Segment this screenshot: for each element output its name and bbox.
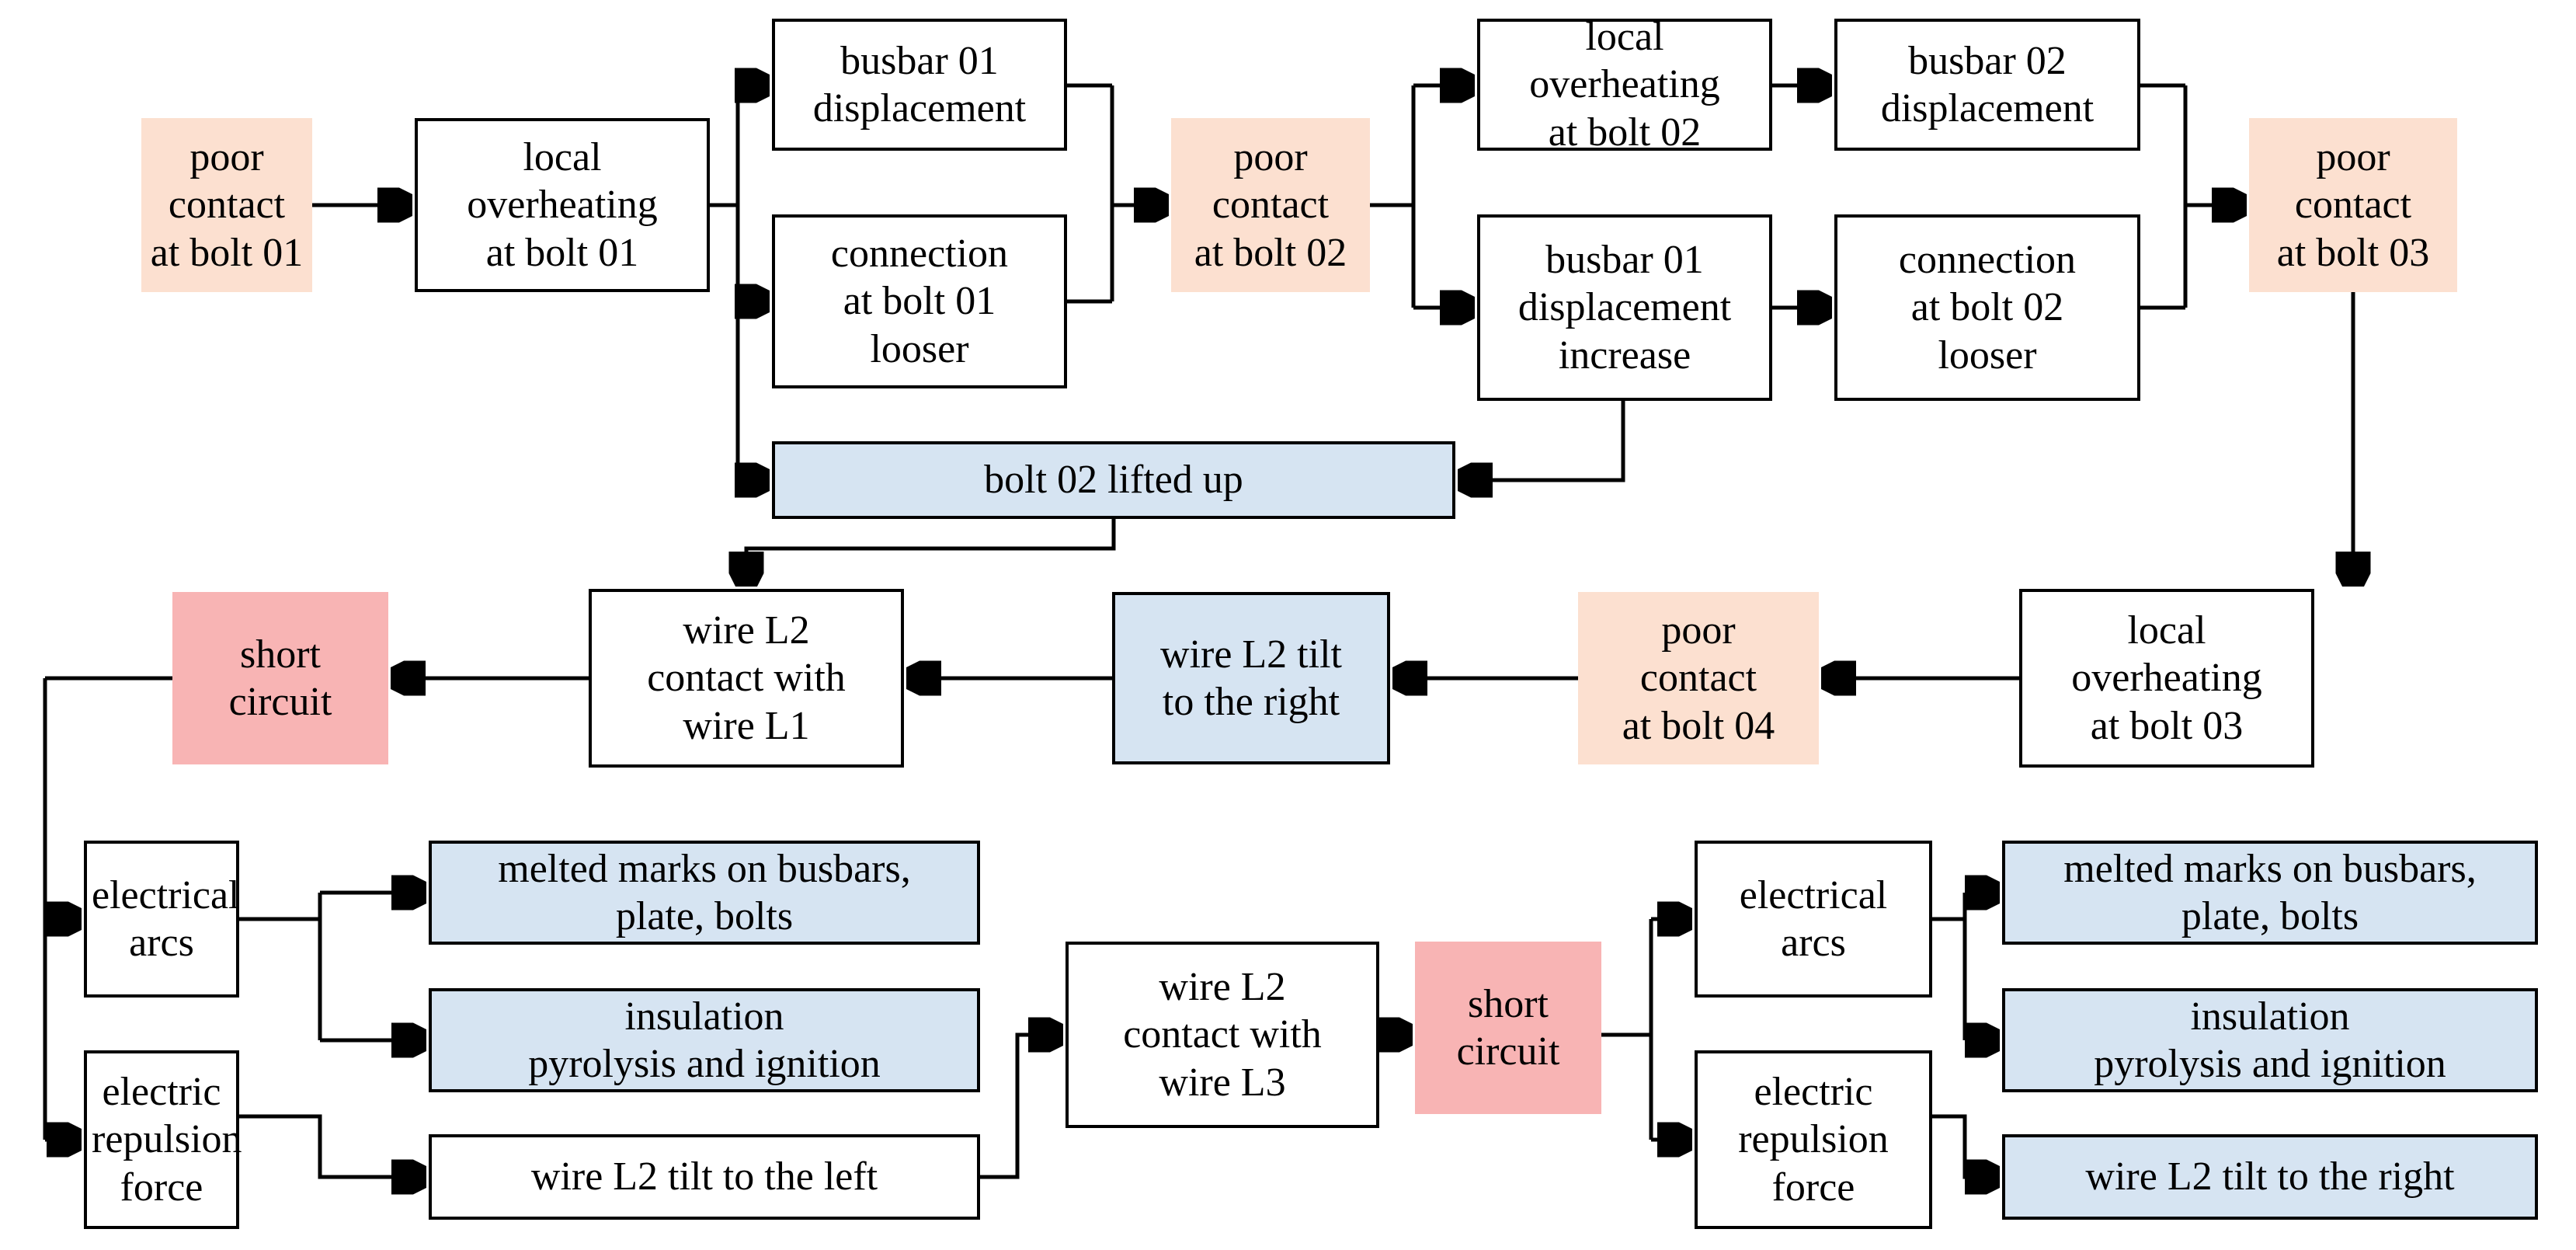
flow-node-n14: wire L2 tilt to the right bbox=[1112, 592, 1390, 764]
flow-node-n13: wire L2 contact with wire L1 bbox=[589, 589, 904, 768]
edge-n25-n28 bbox=[1932, 1114, 1996, 1177]
flow-node-n10: poor contact at bolt 03 bbox=[2249, 118, 2457, 292]
flow-node-n06: local overheating at bolt 02 bbox=[1477, 15, 1772, 155]
flow-node-n19: melted marks on busbars, plate, bolts bbox=[429, 841, 980, 945]
flow-node-label: insulation pyrolysis and ignition bbox=[528, 994, 881, 1086]
flow-node-label: busbar 02 displacement bbox=[1880, 38, 2095, 131]
flow-node-n20: insulation pyrolysis and ignition bbox=[429, 988, 980, 1092]
flow-node-n27: insulation pyrolysis and ignition bbox=[2002, 988, 2538, 1092]
flow-node-n16: local overheating at bolt 03 bbox=[2019, 589, 2314, 768]
flow-node-label: melted marks on busbars, plate, bolts bbox=[2063, 846, 2477, 938]
flow-node-n26: melted marks on busbars, plate, bolts bbox=[2002, 841, 2538, 945]
flow-node-n24: electrical arcs bbox=[1695, 841, 1932, 998]
flow-node-label: insulation pyrolysis and ignition bbox=[2094, 994, 2446, 1086]
flow-node-n04: connection at bolt 01 looser bbox=[772, 214, 1067, 388]
flow-node-label: electrical arcs bbox=[1739, 872, 1888, 965]
flow-node-n21: wire L2 tilt to the left bbox=[429, 1134, 980, 1220]
flow-node-label: wire L2 tilt to the right bbox=[2085, 1154, 2455, 1200]
flow-node-label: electrical arcs bbox=[92, 872, 240, 965]
flow-node-n05: poor contact at bolt 02 bbox=[1171, 118, 1370, 292]
flow-node-n25: electric repulsion force bbox=[1695, 1050, 1932, 1229]
flow-node-label: local overheating at bolt 01 bbox=[467, 134, 658, 275]
flow-node-label: electric repulsion force bbox=[92, 1069, 242, 1210]
edge-n11-n13 bbox=[746, 519, 1116, 583]
flow-node-n17: electrical arcs bbox=[84, 841, 240, 998]
flow-node-label: connection at bolt 02 looser bbox=[1898, 237, 2077, 378]
flow-node-n22: wire L2 contact with wire L3 bbox=[1066, 942, 1379, 1128]
flow-node-label: poor contact at bolt 04 bbox=[1622, 608, 1775, 748]
flow-node-label: short circuit bbox=[1456, 981, 1560, 1074]
flow-node-n28: wire L2 tilt to the right bbox=[2002, 1134, 2538, 1220]
edge-n18-n21 bbox=[239, 1114, 422, 1177]
flow-node-label: wire L2 tilt to the right bbox=[1160, 632, 1342, 724]
flow-node-label: local overheating at bolt 02 bbox=[1529, 14, 1720, 155]
flow-node-n12: short circuit bbox=[172, 592, 388, 764]
flow-node-label: electric repulsion force bbox=[1738, 1069, 1889, 1210]
flow-node-label: bolt 02 lifted up bbox=[984, 458, 1243, 503]
flow-node-label: wire L2 tilt to the left bbox=[530, 1154, 878, 1200]
edge-n21-n22 bbox=[980, 1035, 1059, 1179]
flow-node-label: connection at bolt 01 looser bbox=[830, 231, 1009, 371]
flow-node-label: melted marks on busbars, plate, bolts bbox=[498, 846, 911, 938]
flow-node-label: busbar 01 displacement increase bbox=[1517, 237, 1732, 378]
flow-node-n15: poor contact at bolt 04 bbox=[1578, 592, 1819, 764]
flow-node-label: wire L2 contact with wire L1 bbox=[647, 608, 846, 748]
flow-node-n02: local overheating at bolt 01 bbox=[415, 118, 710, 292]
flow-node-n03: busbar 01 displacement bbox=[772, 19, 1067, 151]
flow-node-n11: bolt 02 lifted up bbox=[772, 441, 1455, 519]
flow-node-n07: busbar 02 displacement bbox=[1834, 19, 2140, 151]
flow-node-n23: short circuit bbox=[1415, 942, 1601, 1114]
flow-node-n08: busbar 01 displacement increase bbox=[1477, 214, 1772, 401]
flow-node-n01: poor contact at bolt 01 bbox=[141, 118, 312, 292]
flow-node-label: poor contact at bolt 01 bbox=[150, 134, 304, 275]
flow-node-label: busbar 01 displacement bbox=[812, 38, 1027, 131]
flow-node-n18: electric repulsion force bbox=[84, 1050, 242, 1229]
flow-node-label: poor contact at bolt 02 bbox=[1194, 134, 1347, 275]
flow-node-label: poor contact at bolt 03 bbox=[2276, 134, 2430, 275]
flow-node-label: short circuit bbox=[228, 632, 332, 724]
edge-n08-n11 bbox=[1462, 401, 1625, 480]
flow-node-label: local overheating at bolt 03 bbox=[2071, 608, 2262, 748]
flow-node-n09: connection at bolt 02 looser bbox=[1834, 214, 2140, 401]
flow-node-label: wire L2 contact with wire L3 bbox=[1123, 964, 1322, 1105]
